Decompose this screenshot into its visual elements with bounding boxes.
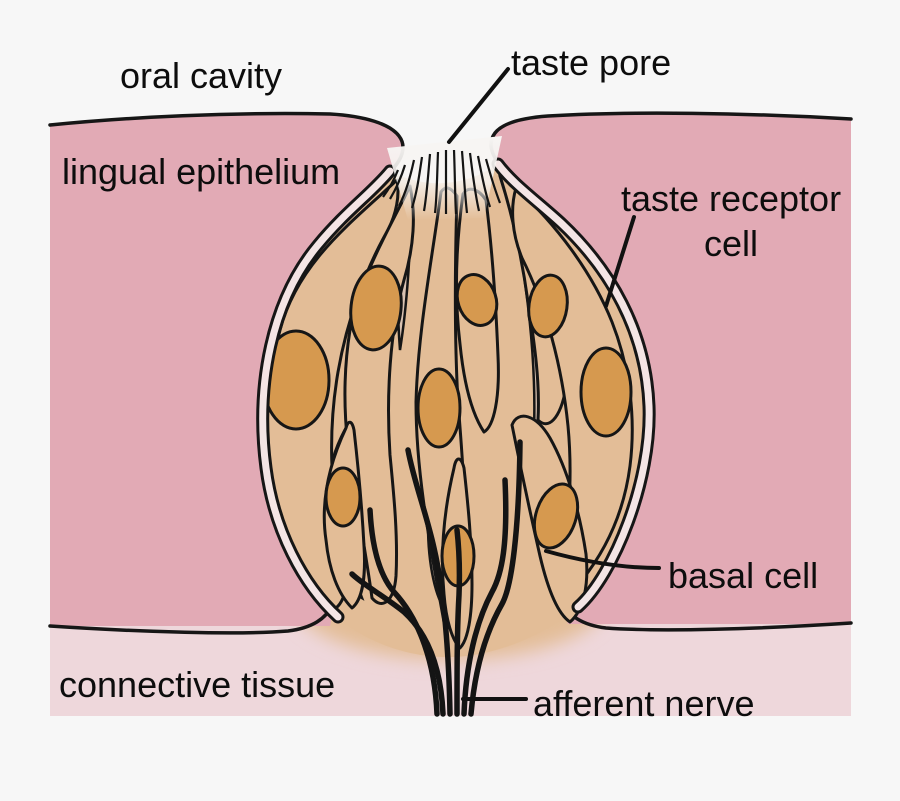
cell-nucleus (532, 482, 580, 550)
label-basal-cell: basal cell (668, 555, 819, 596)
cell-nucleus (527, 273, 569, 339)
taste-pore-leader-line (447, 67, 510, 144)
cell-nucleus (579, 346, 633, 438)
cell-nucleus (324, 466, 362, 528)
taste-bud-membrane (256, 157, 656, 624)
taste-pore-canal (387, 136, 502, 220)
label-afferent-nerve: afferent nerve (533, 683, 755, 724)
basal-cell-leader-line (544, 549, 661, 570)
cell-nucleus (349, 264, 403, 352)
taste-receptor-cell-leader-line (604, 215, 636, 308)
microvilli-lines (382, 149, 502, 215)
afferent-nerve-fibers (349, 439, 523, 717)
label-oral-cavity: oral cavity (120, 55, 283, 96)
epithelium-left-bottom-edge (48, 602, 335, 635)
cell-nucleus (416, 367, 462, 449)
label-taste-pore: taste pore (511, 42, 672, 83)
label-lingual-epithelium: lingual epithelium (62, 151, 341, 192)
label-taste-receptor-cell: taste receptor cell (620, 178, 842, 264)
label-connective-tissue: connective tissue (59, 664, 336, 705)
cell-nucleus (455, 273, 499, 327)
